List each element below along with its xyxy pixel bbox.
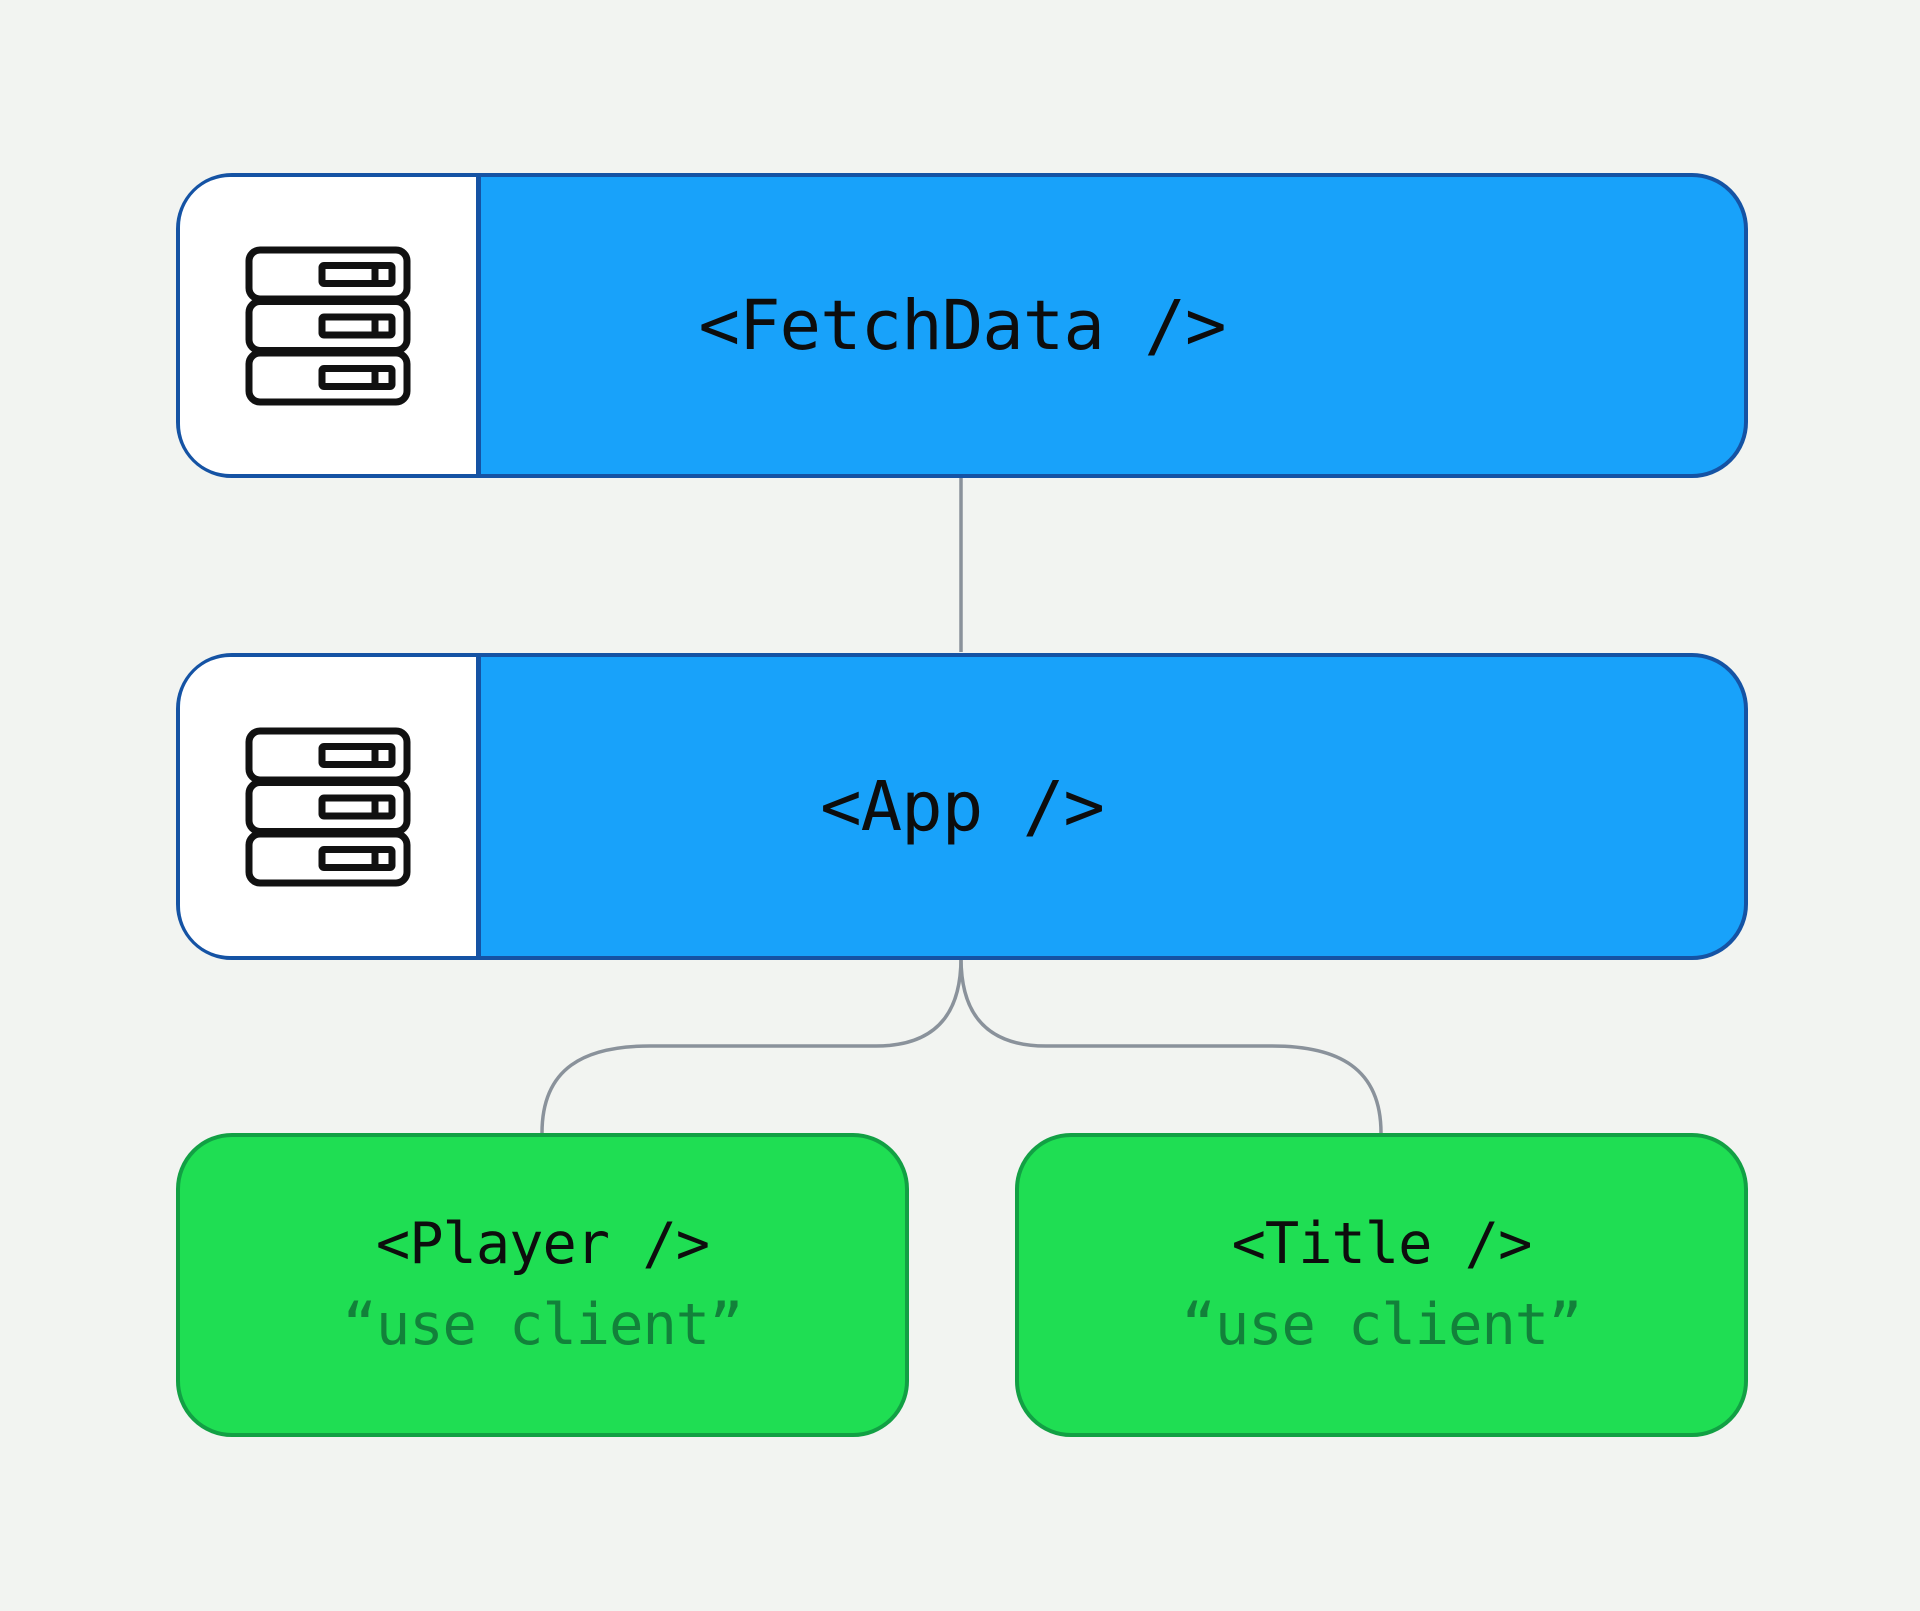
node-fetchdata: <FetchData />	[176, 173, 1748, 478]
server-icon-panel	[180, 177, 481, 474]
server-icon-panel	[180, 657, 481, 956]
edge-app-player	[540, 957, 963, 1134]
server-stack-icon	[245, 727, 411, 886]
node-app: <App />	[176, 653, 1748, 960]
node-label-layer: <App />	[180, 657, 1744, 956]
server-stack-icon	[245, 246, 411, 405]
node-fetchdata-label: <FetchData />	[698, 285, 1226, 366]
node-player-label: <Player />	[375, 1211, 710, 1278]
node-player-directive: “use client”	[342, 1292, 744, 1358]
node-title: <Title /> “use client”	[1015, 1133, 1748, 1437]
node-title-label: <Title />	[1231, 1211, 1533, 1278]
node-app-label: <App />	[820, 766, 1105, 847]
node-label-layer: <FetchData />	[180, 177, 1744, 474]
node-player: <Player /> “use client”	[176, 1133, 909, 1437]
node-title-directive: “use client”	[1181, 1292, 1583, 1358]
edge-app-title	[959, 957, 1383, 1134]
